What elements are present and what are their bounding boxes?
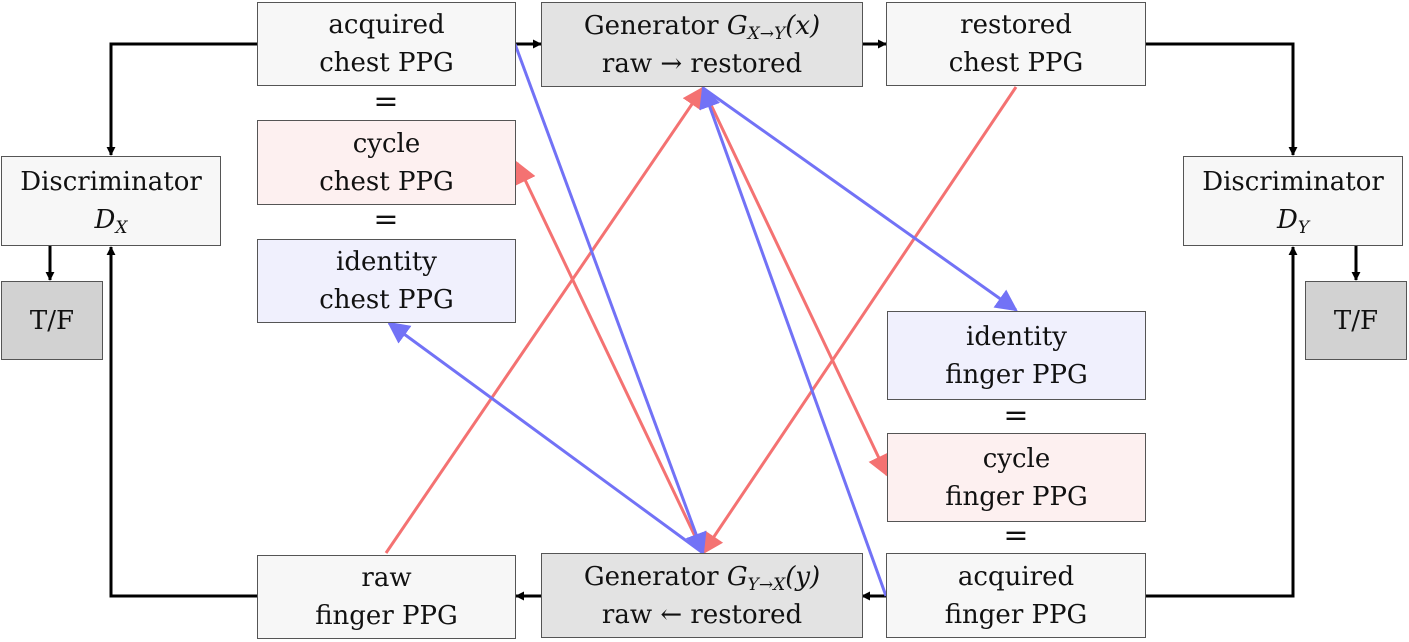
identity-finger-ppg-box: identity finger PPG (887, 311, 1146, 400)
cycle-chest-line-2: chest PPG (319, 166, 454, 197)
restored-chest-line-2: chest PPG (948, 48, 1084, 78)
cycle-arrow-generator-yx-to-cycle-chest (515, 161, 705, 554)
cycle-finger-line-2: finger PPG (945, 481, 1088, 512)
generator-x-to-y-box: Generator GX→Y(x) raw → restored (541, 2, 863, 87)
arrow-restored-chest-to-discriminator-y (1146, 42, 1298, 156)
discriminator-y-symbol: DY (1276, 205, 1310, 238)
generator-yx-title: Generator GY→X(y) (583, 561, 821, 595)
cycle-arrow-raw-finger-to-generator-xy (384, 86, 705, 554)
discriminator-y-box: Discriminator DY (1183, 156, 1403, 246)
arrow-acquired-finger-to-discriminator-y (1146, 246, 1298, 598)
cycle-chest-ppg-box: cycle chest PPG (257, 120, 516, 205)
restored-chest-line-1: restored (960, 10, 1072, 40)
tf-output-y-label: T/F (1333, 305, 1379, 336)
arrow-acquired-chest-to-discriminator-x (106, 42, 257, 156)
restored-chest-ppg-box: restored chest PPG (886, 2, 1146, 86)
identity-finger-line-2: finger PPG (945, 359, 1088, 390)
generator-xy-mapping: raw → restored (601, 48, 803, 79)
cycle-finger-line-1: cycle (982, 443, 1051, 474)
acquired-chest-line-1: acquired (328, 10, 445, 40)
cycle-finger-ppg-box: cycle finger PPG (887, 433, 1146, 522)
equals-sign-finger-1: = (1003, 398, 1029, 433)
acquired-chest-line-2: chest PPG (319, 48, 454, 78)
identity-arrow-generator-xy-to-identity-finger (702, 86, 1018, 312)
identity-chest-line-1: identity (336, 247, 437, 277)
acquired-chest-ppg-box: acquired chest PPG (257, 2, 516, 86)
arrow-raw-finger-to-discriminator-x (106, 246, 257, 598)
acquired-finger-ppg-box: acquired finger PPG (886, 553, 1146, 638)
tf-output-x-label: T/F (29, 305, 75, 336)
cycle-arrow-generator-xy-to-cycle-finger (701, 87, 889, 477)
cycle-arrow-restored-chest-to-generator-yx (701, 86, 1018, 555)
acquired-finger-line-1: acquired (957, 561, 1075, 592)
discriminator-x-label: Discriminator (20, 167, 202, 197)
acquired-finger-line-2: finger PPG (944, 599, 1088, 630)
identity-arrow-generator-yx-to-identity-chest (387, 321, 704, 555)
generator-xy-title: Generator GX→Y(x) (583, 10, 821, 44)
generator-yx-mapping: raw ← restored (601, 599, 803, 630)
identity-chest-ppg-box: identity chest PPG (257, 239, 516, 323)
identity-arrow-acquired-finger-to-generator-xy (699, 85, 888, 597)
raw-finger-line-1: raw (361, 563, 412, 593)
discriminator-x-box: Discriminator DX (1, 156, 221, 246)
tf-output-y-box: T/F (1305, 281, 1407, 360)
identity-arrow-acquired-chest-to-generator-yx (513, 43, 707, 556)
tf-output-x-box: T/F (1, 281, 103, 360)
raw-finger-line-2: finger PPG (315, 601, 458, 631)
equals-sign-finger-2: = (1003, 518, 1029, 553)
identity-finger-line-1: identity (966, 321, 1067, 352)
raw-finger-ppg-box: raw finger PPG (257, 555, 516, 639)
discriminator-x-symbol: DX (94, 205, 128, 238)
equals-sign-chest-1: = (373, 84, 399, 119)
generator-y-to-x-box: Generator GY→X(y) raw ← restored (541, 553, 863, 638)
equals-sign-chest-2: = (373, 202, 399, 237)
discriminator-y-label: Discriminator (1202, 167, 1384, 197)
cycle-chest-line-1: cycle (352, 128, 421, 159)
identity-chest-line-2: chest PPG (319, 285, 454, 315)
